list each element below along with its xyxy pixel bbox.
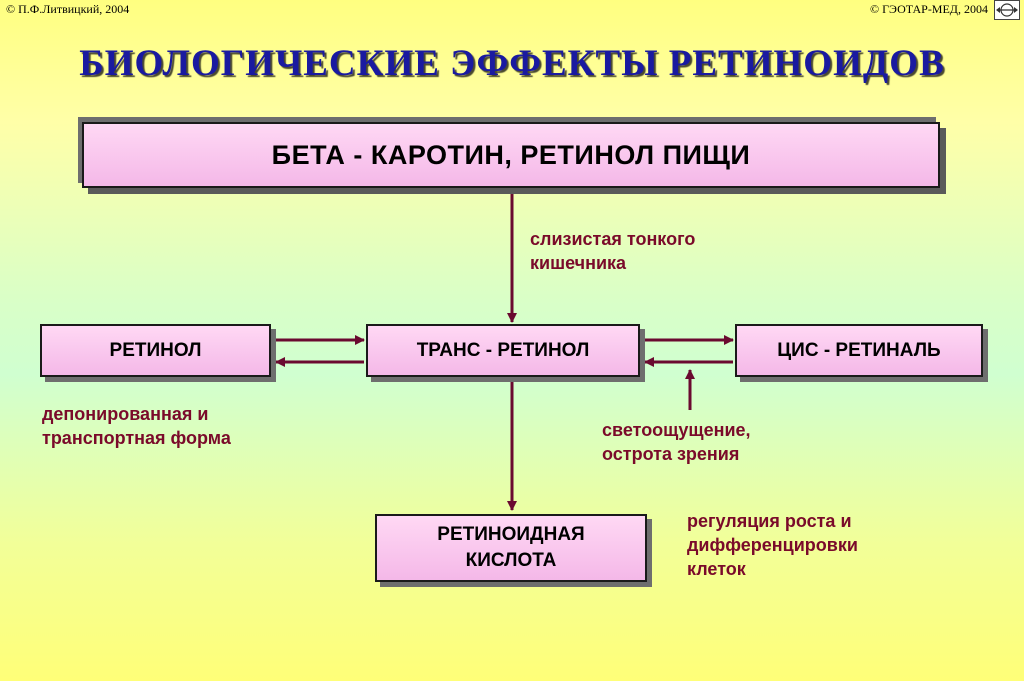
copyright-right: © ГЭОТАР-МЕД, 2004 [869, 2, 988, 16]
node-trans-retinol: ТРАНС - РЕТИНОЛ [366, 324, 640, 377]
page-title: БИОЛОГИЧЕСКИЕ ЭФФЕКТЫ РЕТИНОИДОВ [79, 43, 945, 84]
note-vision: светоощущение, острота зрения [602, 420, 751, 464]
node-cis-retinal: ЦИС - РЕТИНАЛЬ [735, 324, 983, 377]
node-retinoic-acid: РЕТИНОИДНАЯ КИСЛОТА [375, 514, 647, 582]
note-deposit-form: депонированная и транспортная форма [42, 404, 231, 448]
note-growth-regulation: регуляция роста и дифференцировки клеток [687, 511, 858, 579]
node-beta-carotene: БЕТА - КАРОТИН, РЕТИНОЛ ПИЩИ [82, 122, 940, 188]
publisher-logo-icon [994, 0, 1020, 20]
note-intestinal-mucosa: слизистая тонкого кишечника [530, 229, 696, 273]
node-retinol: РЕТИНОЛ [40, 324, 271, 377]
copyright-left: © П.Ф.Литвицкий, 2004 [6, 2, 130, 16]
